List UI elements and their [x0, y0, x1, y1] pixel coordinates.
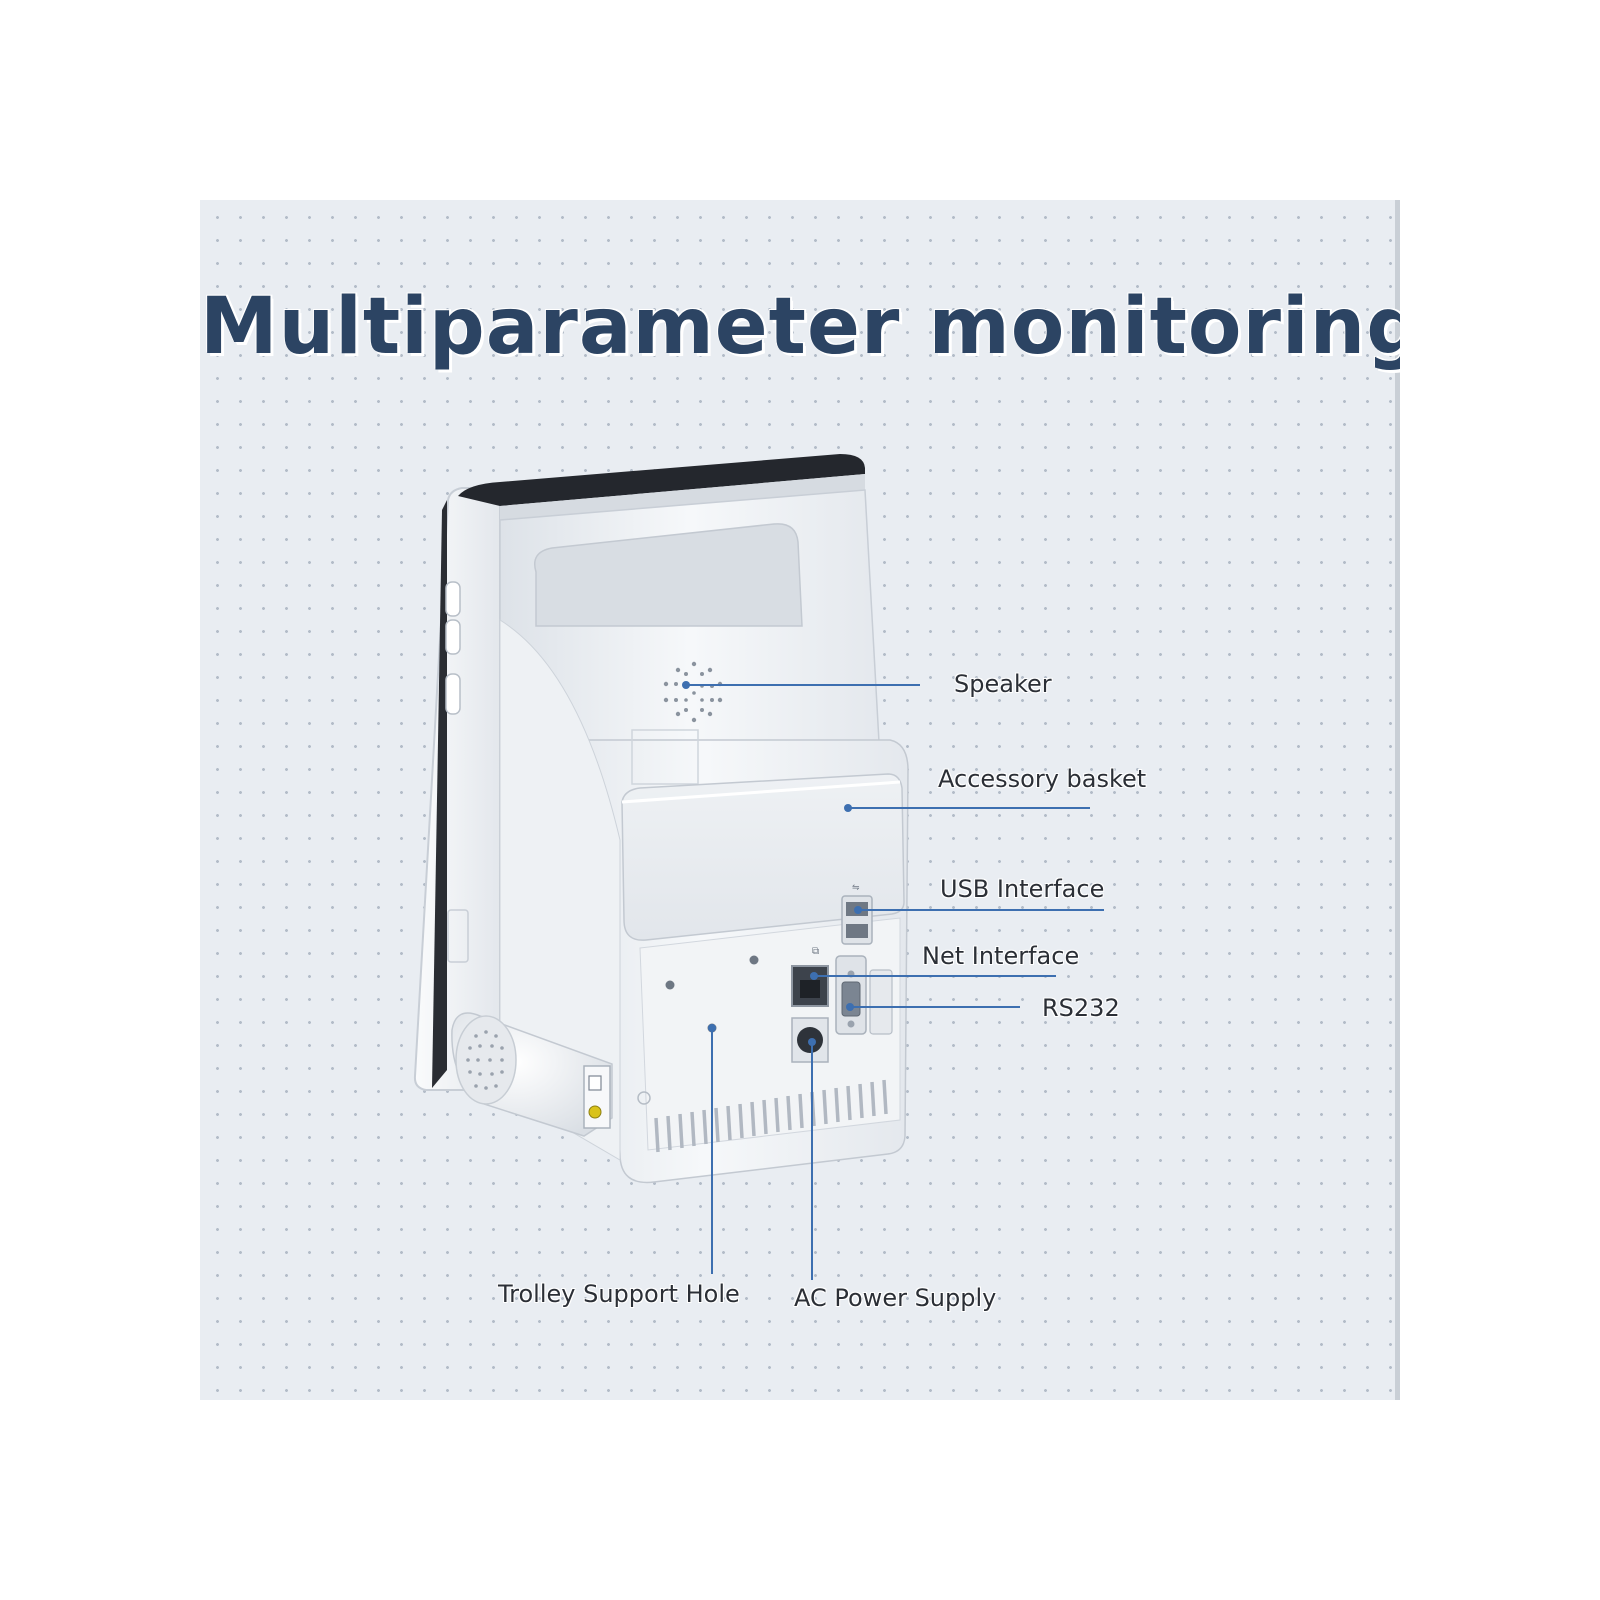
ac-power-supply-label: AC Power Supply: [794, 1284, 997, 1312]
rs232-label: RS232: [1042, 994, 1120, 1022]
diagram-panel: Multiparameter monitoring: [200, 200, 1400, 1400]
screw-hole-2: [749, 955, 759, 965]
small-button: [637, 1091, 651, 1105]
side-button-power: [445, 673, 461, 715]
usb-interface-dot: [854, 906, 862, 914]
basket-rim: [621, 780, 901, 804]
accessory-basket-dot: [844, 804, 852, 812]
handle-top-highlight: [500, 474, 865, 522]
panel-edge: [1395, 200, 1400, 1400]
usb-interface-label: USB Interface: [940, 875, 1105, 903]
svg-text:⇋: ⇋: [852, 883, 860, 893]
patient-monitor-illustration: ⇋ ⧉: [413, 454, 909, 1184]
trolley-support-hole-label: Trolley Support Hole: [498, 1280, 740, 1308]
svg-text:⧉: ⧉: [812, 946, 819, 957]
callout-lines: [682, 681, 1104, 1280]
net-interface-label: Net Interface: [922, 942, 1080, 970]
label-plate: [631, 729, 699, 785]
ac-power-supply-dot: [808, 1038, 816, 1046]
page-title: Multiparameter monitoring: [200, 282, 1400, 372]
rs232-dot: [846, 1003, 854, 1011]
handle-top-cap: [458, 454, 865, 506]
speaker-dot: [682, 681, 690, 689]
side-button-down: [445, 619, 461, 655]
screw-hole-1: [665, 980, 675, 990]
net-interface-dot: [810, 972, 818, 980]
side-slot: [447, 909, 469, 963]
handle-opening: [534, 523, 803, 627]
accessory-basket-label: Accessory basket: [938, 765, 1147, 793]
screen-edge-strip: [432, 500, 447, 1088]
trolley-support-hole-dot: [708, 1024, 716, 1032]
body-side-face: [499, 619, 621, 1161]
vga-frame: [869, 969, 893, 1035]
accessory-basket: [621, 773, 905, 941]
usb-port-2: [846, 924, 868, 938]
side-module-face: [455, 1015, 517, 1105]
speaker-label: Speaker: [954, 670, 1052, 698]
side-button-up: [445, 581, 461, 617]
side-module-grille: [466, 1030, 504, 1090]
